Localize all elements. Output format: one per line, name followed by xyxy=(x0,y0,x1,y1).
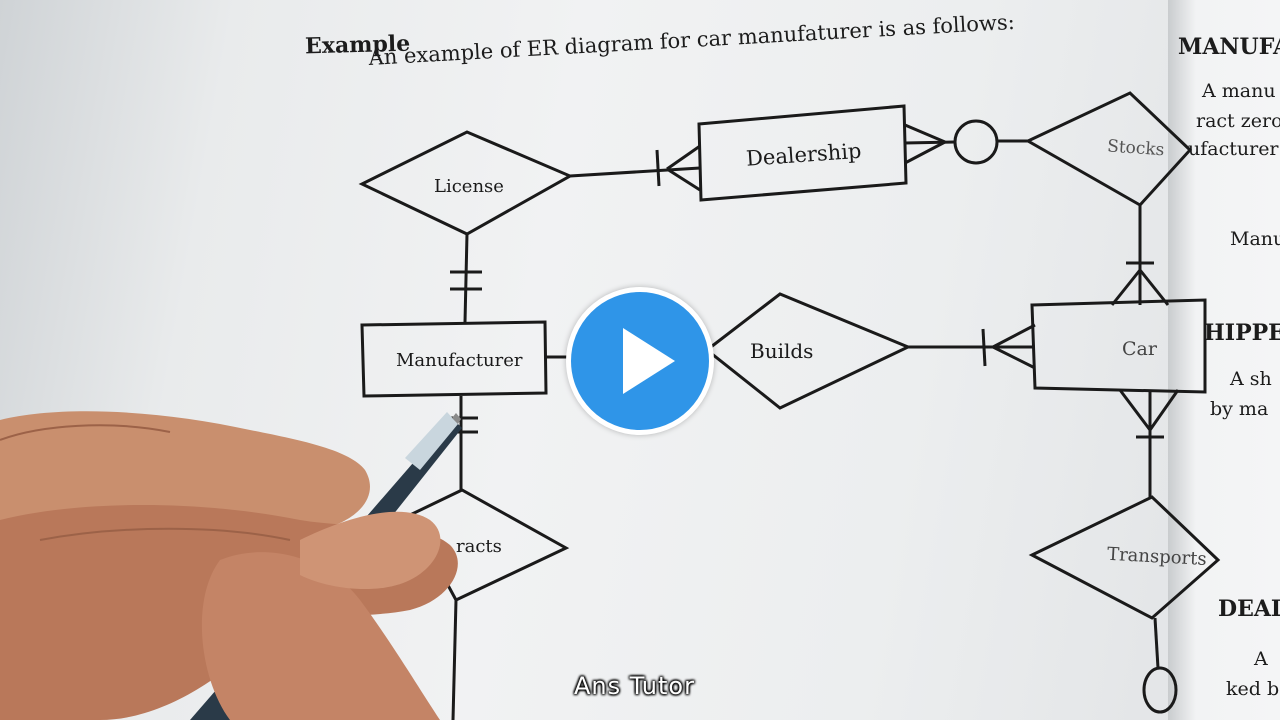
right-line-4: A sh xyxy=(1230,368,1272,390)
stocks-diamond xyxy=(1024,91,1193,207)
license-dealership-line xyxy=(569,166,701,178)
optional-circle-top xyxy=(953,119,999,165)
right-line-7: ked b xyxy=(1226,678,1280,700)
transports-diamond xyxy=(1028,495,1221,620)
right-line-2: ract zero xyxy=(1196,110,1280,132)
play-icon xyxy=(623,328,675,394)
dealership-label: Dealership xyxy=(745,139,862,171)
car-label: Car xyxy=(1122,338,1158,360)
right-line-3: ufacturer xyxy=(1188,138,1279,160)
dealership-entity xyxy=(697,104,908,202)
transports-label: Transports xyxy=(1107,544,1208,570)
license-label: License xyxy=(434,176,504,197)
play-button[interactable] xyxy=(566,287,714,435)
right-line-6: A xyxy=(1254,648,1268,670)
manufacturer-label: Manufacturer xyxy=(396,350,523,371)
optional-circle-bottom xyxy=(1142,666,1178,714)
builds-label: Builds xyxy=(750,339,813,363)
channel-watermark: Ans Tutor xyxy=(574,672,695,700)
right-heading-3: DEAL xyxy=(1218,596,1280,622)
right-box-1-label: Manu xyxy=(1230,228,1280,250)
right-heading-2: HIPPE xyxy=(1204,320,1280,346)
car-entity xyxy=(1030,298,1207,394)
right-line-1: A manu xyxy=(1202,80,1276,102)
manufacturer-entity xyxy=(360,320,548,398)
stocks-label: Stocks xyxy=(1106,136,1165,160)
book-page-right xyxy=(1168,0,1280,720)
right-line-5: by ma xyxy=(1210,398,1269,420)
contracts-label: racts xyxy=(456,536,502,557)
right-heading-1: MANUFA xyxy=(1178,34,1280,60)
